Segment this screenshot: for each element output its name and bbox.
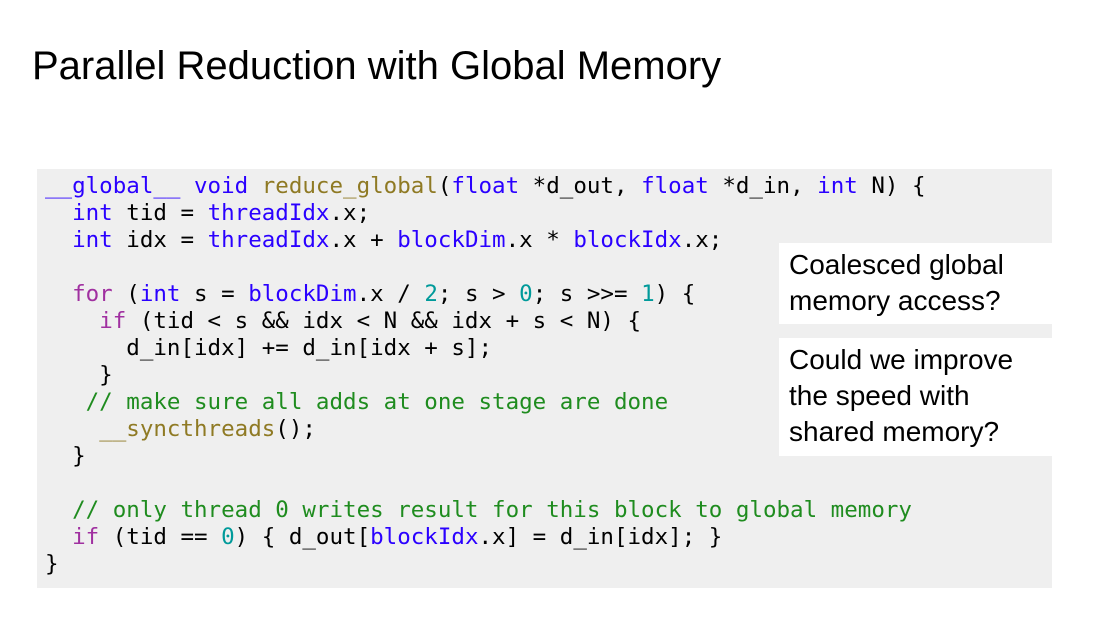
code-token-ident: .x; bbox=[329, 200, 371, 226]
code-token-ident: *d_out, bbox=[519, 173, 642, 199]
code-line: __global__ void reduce_global(float *d_o… bbox=[45, 173, 926, 200]
code-line: int idx = threadIdx.x + blockDim.x * blo… bbox=[45, 227, 926, 254]
code-token-keyword: int bbox=[139, 281, 181, 307]
code-line: // only thread 0 writes result for this … bbox=[45, 497, 926, 524]
code-token-ident: (tid < s && idx < N && idx + s < N) { bbox=[126, 308, 642, 334]
code-token-ident bbox=[45, 200, 72, 226]
code-token-builtin: blockDim bbox=[248, 281, 357, 307]
code-token-ident: } bbox=[45, 362, 113, 388]
callout-shared-line-2: the speed with bbox=[789, 380, 970, 411]
code-token-ident bbox=[45, 281, 72, 307]
code-token-comment: // only thread 0 writes result for this … bbox=[72, 497, 912, 523]
code-token-ident: .x / bbox=[356, 281, 425, 307]
code-token-ident: } bbox=[45, 443, 86, 469]
code-token-ident: ; s > bbox=[437, 281, 520, 307]
code-token-ident: } bbox=[45, 551, 59, 577]
code-line: if (tid < s && idx < N && idx + s < N) { bbox=[45, 308, 926, 335]
code-token-ident bbox=[45, 308, 99, 334]
code-block: __global__ void reduce_global(float *d_o… bbox=[45, 173, 926, 578]
code-token-ident: .x + bbox=[329, 227, 398, 253]
code-token-number: 0 bbox=[221, 524, 235, 550]
code-line: } bbox=[45, 551, 926, 578]
callout-shared-line-1: Could we improve bbox=[789, 344, 1014, 375]
code-token-ident: idx = bbox=[112, 227, 208, 253]
code-token-ident: ( bbox=[437, 173, 452, 199]
code-token-number: 1 bbox=[641, 281, 655, 307]
code-token-ident: ) { d_out[ bbox=[234, 524, 371, 550]
code-token-ident: *d_in, bbox=[708, 173, 818, 199]
code-token-control: if bbox=[72, 524, 100, 550]
callout-coalesced-access: Coalesced global memory access? bbox=[779, 243, 1052, 324]
code-token-number: 2 bbox=[424, 281, 438, 307]
code-token-number: 0 bbox=[519, 281, 533, 307]
code-line: // make sure all adds at one stage are d… bbox=[45, 389, 926, 416]
code-token-ident: .x; bbox=[681, 227, 723, 253]
slide-title: Parallel Reduction with Global Memory bbox=[32, 44, 722, 88]
code-token-func: reduce_global bbox=[261, 173, 438, 199]
code-token-keyword: float bbox=[451, 173, 520, 199]
code-token-keyword: int bbox=[817, 173, 858, 199]
code-token-keyword: int bbox=[72, 200, 113, 226]
code-token-ident bbox=[180, 173, 194, 199]
code-line: } bbox=[45, 362, 926, 389]
code-token-ident bbox=[45, 389, 86, 415]
code-line bbox=[45, 470, 926, 497]
code-token-ident: (tid == bbox=[99, 524, 222, 550]
callout-shared-line-3: shared memory? bbox=[789, 416, 1000, 447]
code-line: } bbox=[45, 443, 926, 470]
code-token-comment: // make sure all adds at one stage are d… bbox=[85, 389, 669, 415]
code-token-ident: .x * bbox=[505, 227, 574, 253]
code-token-builtin: blockDim bbox=[397, 227, 506, 253]
code-token-keyword: __global__ bbox=[45, 173, 181, 199]
code-token-ident: ; s >>= bbox=[532, 281, 642, 307]
code-token-func: __syncthreads bbox=[99, 416, 276, 442]
code-token-ident bbox=[45, 416, 99, 442]
callout-shared-memory: Could we improve the speed with shared m… bbox=[779, 338, 1052, 456]
code-line: int tid = threadIdx.x; bbox=[45, 200, 926, 227]
code-token-ident bbox=[45, 227, 72, 253]
code-token-ident: .x] = d_in[idx]; } bbox=[478, 524, 723, 550]
code-token-ident: ) { bbox=[654, 281, 696, 307]
callout-coalesced-line-2: memory access? bbox=[789, 285, 1001, 316]
code-line: __syncthreads(); bbox=[45, 416, 926, 443]
code-token-keyword: int bbox=[72, 227, 113, 253]
code-token-ident: tid = bbox=[112, 200, 208, 226]
code-token-builtin: blockIdx bbox=[573, 227, 682, 253]
callout-coalesced-line-1: Coalesced global bbox=[789, 249, 1004, 280]
code-token-ident bbox=[248, 173, 262, 199]
code-token-ident: d_in[idx] += d_in[idx + s]; bbox=[45, 335, 493, 361]
code-line: for (int s = blockDim.x / 2; s > 0; s >>… bbox=[45, 281, 926, 308]
code-token-ident: ( bbox=[112, 281, 140, 307]
code-token-ident: (); bbox=[275, 416, 316, 442]
code-token-control: if bbox=[99, 308, 127, 334]
code-line: d_in[idx] += d_in[idx + s]; bbox=[45, 335, 926, 362]
code-token-keyword: void bbox=[194, 173, 249, 199]
code-token-builtin: blockIdx bbox=[370, 524, 479, 550]
code-token-keyword: float bbox=[641, 173, 709, 199]
code-token-builtin: threadIdx bbox=[207, 227, 330, 253]
code-token-ident: N) { bbox=[857, 173, 926, 199]
code-token-ident bbox=[45, 497, 72, 523]
code-token-builtin: threadIdx bbox=[207, 200, 330, 226]
code-token-ident bbox=[45, 524, 72, 550]
code-token-ident: s = bbox=[180, 281, 249, 307]
code-token-control: for bbox=[72, 281, 113, 307]
code-line: if (tid == 0) { d_out[blockIdx.x] = d_in… bbox=[45, 524, 926, 551]
